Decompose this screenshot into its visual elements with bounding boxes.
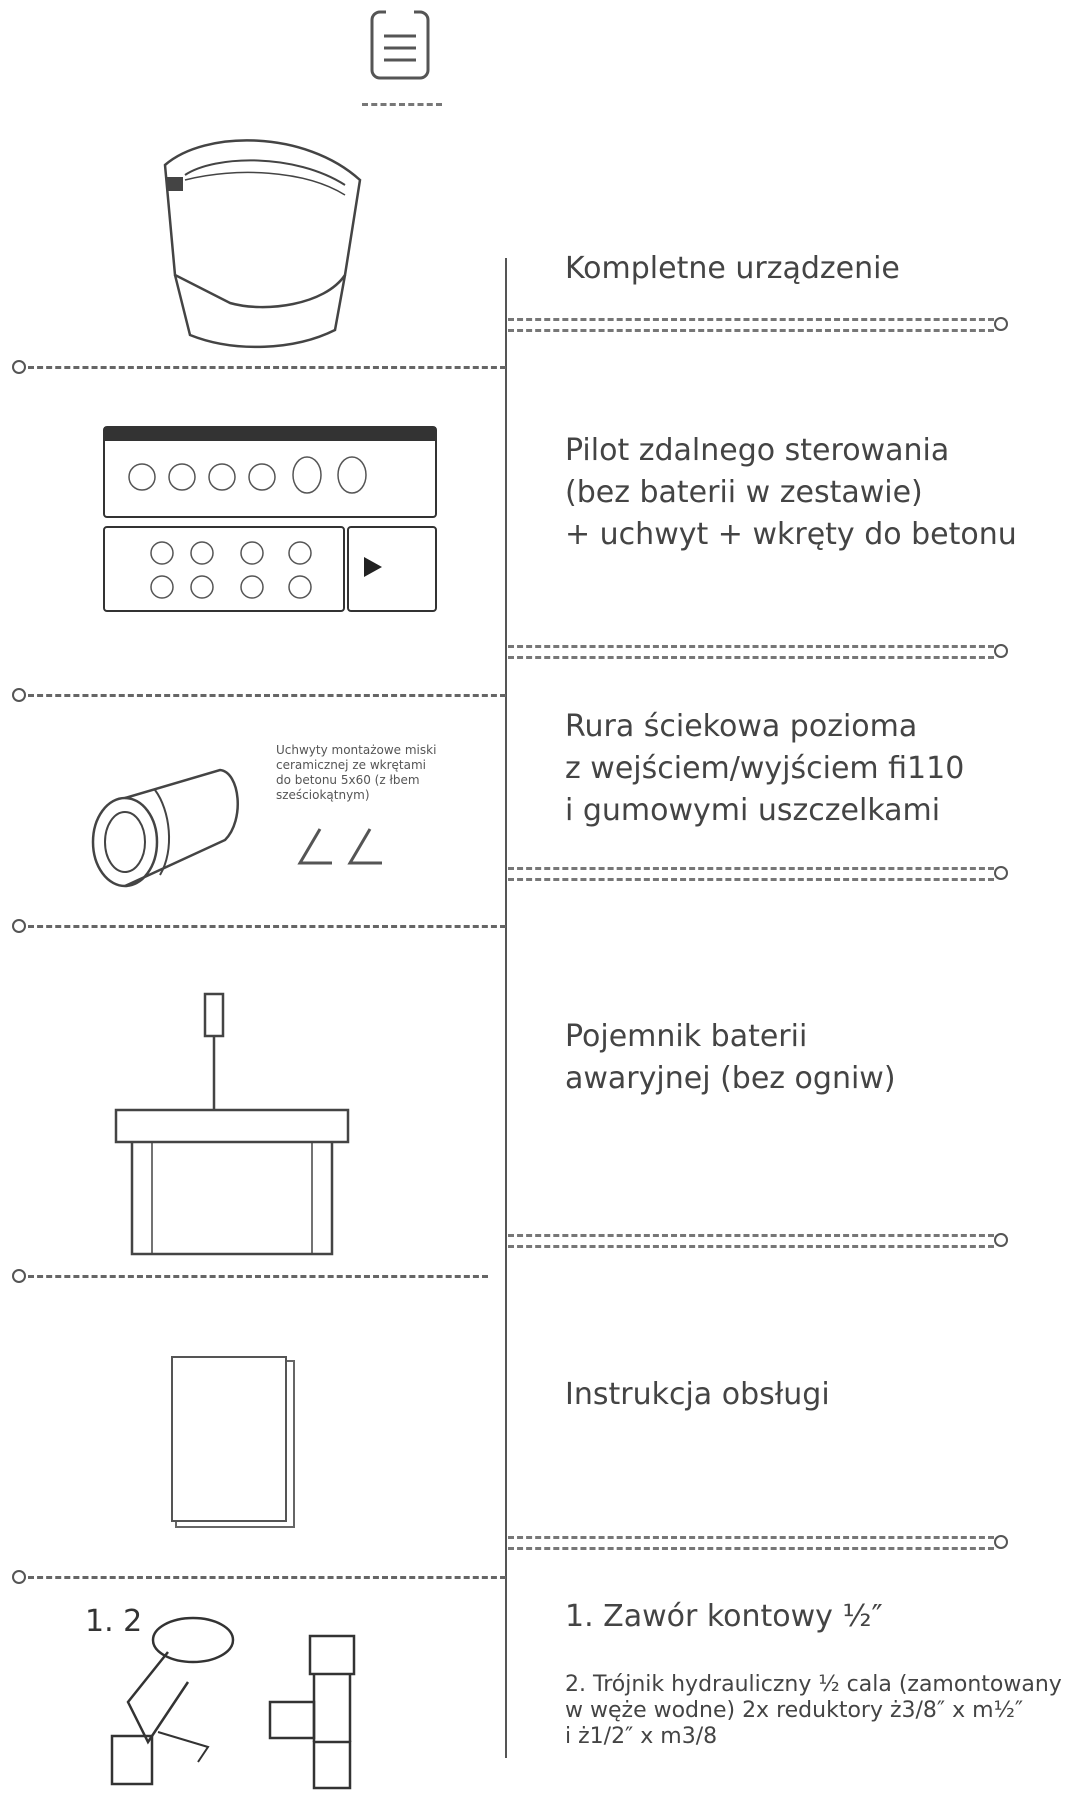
- separator-right-4: [508, 1234, 994, 1248]
- separator-ring-right-2: [994, 644, 1008, 658]
- separator-right-5: [508, 1536, 994, 1550]
- separator-right-3: [508, 867, 994, 881]
- separator-right-2: [508, 645, 994, 659]
- battery-box-illustration: [114, 992, 350, 1256]
- separator-ring-right-1: [994, 317, 1008, 331]
- item-label-device: Kompletne urządzenie: [565, 251, 900, 286]
- mounting-brackets-note: Uchwyty montażowe miski ceramicznej ze w…: [276, 743, 437, 802]
- separator-left-3: [28, 925, 506, 928]
- header-divider: [362, 103, 442, 106]
- separator-ring-right-4: [994, 1233, 1008, 1247]
- mounting-brackets-illustration: [297, 828, 382, 865]
- drain-pipe-illustration: [91, 768, 239, 888]
- separator-left-4: [28, 1275, 488, 1278]
- valve-marker: 1. 2: [85, 1604, 143, 1639]
- item-label-remote: Pilot zdalnego sterowania (bez baterii w…: [565, 433, 1017, 552]
- item-sublabel-tee: 2. Trójnik hydrauliczny ½ cala (zamontow…: [565, 1672, 1062, 1749]
- toilet-illustration: [163, 139, 362, 349]
- separator-ring-left-4: [12, 1269, 26, 1283]
- item-label-valve: 1. Zawór kontowy ½″: [565, 1599, 883, 1634]
- manual-illustration: [171, 1356, 295, 1528]
- valve-illustration: [110, 1616, 235, 1786]
- separator-left-1: [28, 366, 506, 369]
- tee-fitting-illustration: [268, 1634, 356, 1790]
- separator-ring-right-3: [994, 866, 1008, 880]
- separator-ring-left-3: [12, 919, 26, 933]
- item-label-manual: Instrukcja obsługi: [565, 1377, 830, 1412]
- item-label-battery-box: Pojemnik baterii awaryjnej (bez ogniw): [565, 1019, 896, 1096]
- separator-right-1: [508, 318, 994, 332]
- separator-ring-left-2: [12, 688, 26, 702]
- separator-left-2: [28, 694, 506, 697]
- separator-ring-left-1: [12, 360, 26, 374]
- separator-ring-left-5: [12, 1570, 26, 1584]
- remote-control-illustration: [103, 426, 437, 612]
- document-icon: [370, 10, 430, 80]
- center-spine: [505, 258, 507, 1758]
- item-label-drain-pipe: Rura ściekowa pozioma z wejściem/wyjście…: [565, 709, 965, 828]
- separator-ring-right-5: [994, 1535, 1008, 1549]
- separator-left-5: [28, 1576, 506, 1579]
